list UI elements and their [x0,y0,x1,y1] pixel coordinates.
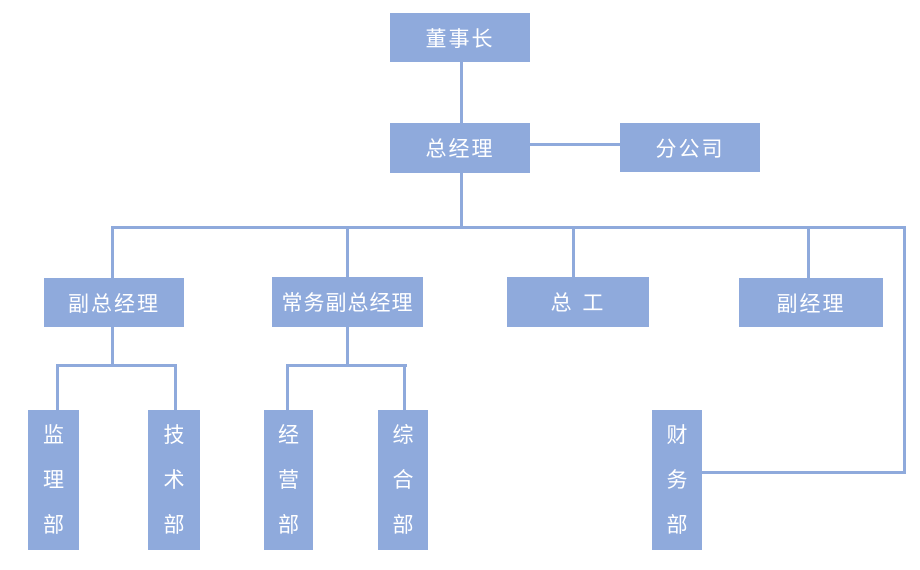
node-technical-dept: 技术部 [148,410,200,550]
node-general-affairs-dept: 综合部 [378,410,428,550]
connector-to-general-affairs [403,364,406,410]
connector-exec-deputy-gm-down [346,327,349,366]
node-chief-engineer: 总 工 [507,277,649,327]
node-operations-dept: 经营部 [264,410,313,550]
node-branch-company: 分公司 [620,123,760,172]
connector-rail-deputy-manager [807,226,810,278]
connector-rail-finance-vertical [903,226,906,474]
node-finance-dept: 财务部 [652,410,702,550]
connector-bracket-middle [286,364,407,367]
node-general-manager-label: 总经理 [425,137,495,161]
connector-to-technical [174,364,177,410]
connector-chairman-gm [460,62,463,123]
node-chairman-label: 董事长 [425,26,495,51]
connector-rail-chief-engineer [572,226,575,277]
node-deputy-general-manager-label: 副总经理 [68,291,160,316]
connector-rail-deputy-gm [111,226,114,278]
connector-gm-branch [530,143,620,146]
connector-rail-exec-deputy-gm [346,226,349,277]
node-branch-company-label: 分公司 [655,136,725,161]
connector-distribution-rail [111,226,906,229]
connector-rail-finance-horizontal [702,471,906,474]
connector-gm-to-rail [460,173,463,228]
node-chief-engineer-label: 总 工 [550,291,606,315]
node-operations-dept-label: 经营部 [278,422,299,537]
node-chairman: 董事长 [390,13,530,62]
node-supervision-dept-label: 监理部 [43,422,64,537]
node-executive-deputy-general-manager-label: 常务副总经理 [281,291,414,315]
connector-to-supervision [56,364,59,410]
node-general-affairs-dept-label: 综合部 [392,422,414,537]
connector-deputy-gm-down [111,327,114,366]
node-finance-dept-label: 财务部 [666,422,688,537]
node-technical-dept-label: 技术部 [163,422,185,537]
connector-to-operations [286,364,289,410]
node-deputy-manager: 副经理 [739,278,883,327]
node-supervision-dept: 监理部 [28,410,79,550]
node-deputy-general-manager: 副总经理 [44,278,184,327]
node-executive-deputy-general-manager: 常务副总经理 [272,277,423,327]
node-general-manager: 总经理 [390,123,530,173]
connector-bracket-left [56,364,177,367]
node-deputy-manager-label: 副经理 [776,291,846,316]
